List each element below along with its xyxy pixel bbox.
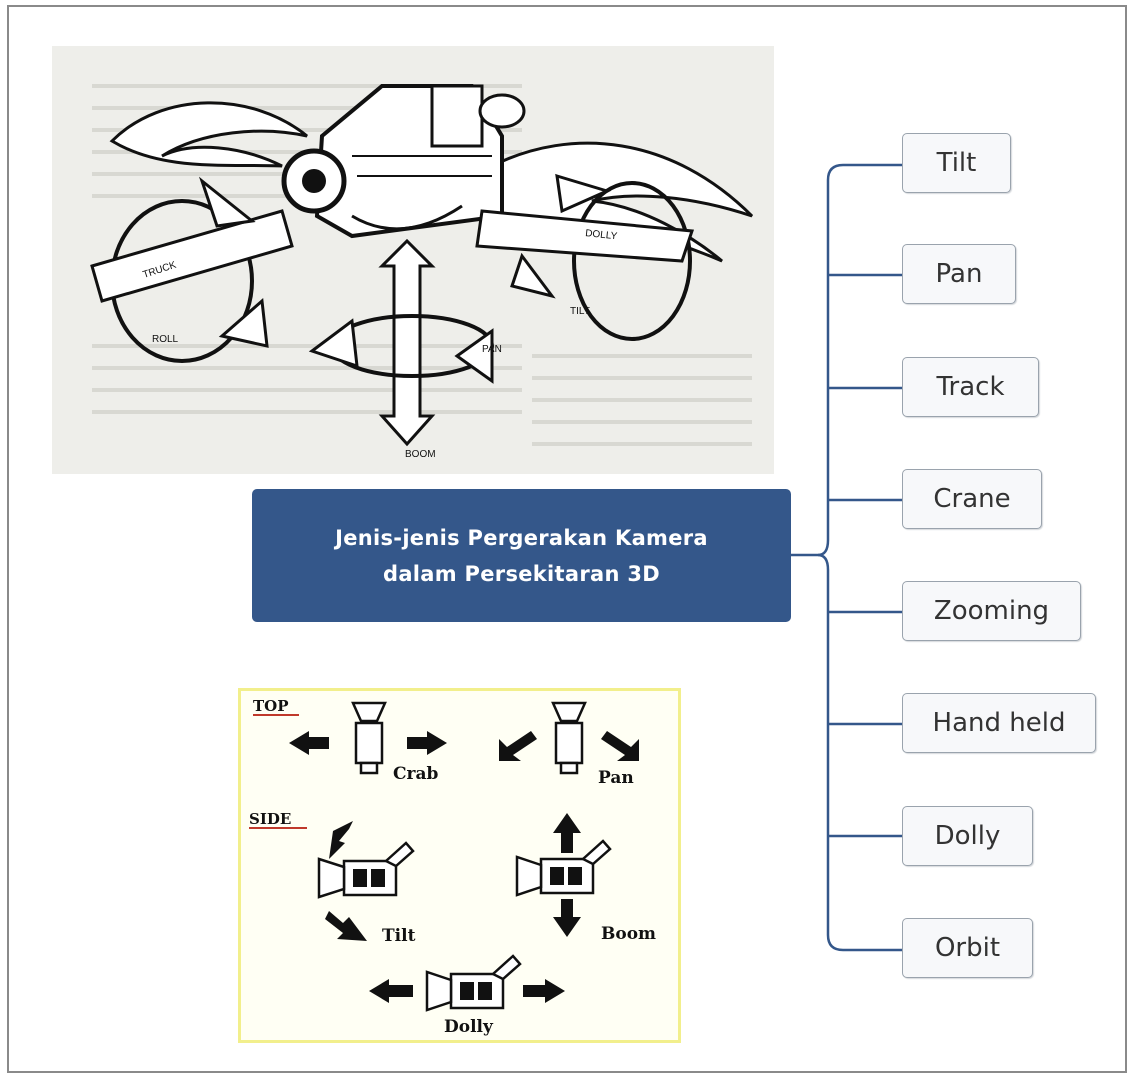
slide-frame <box>7 5 1127 1073</box>
top-heading: TOP <box>253 697 289 715</box>
dolly-label: DOLLY <box>585 228 618 242</box>
tilt-label: Tilt <box>382 926 416 946</box>
central-topic: Jenis-jenis Pergerakan Kamera dalam Pers… <box>252 489 791 622</box>
top-side-view-illustration: TOP SIDE Crab Pan Tilt Boom Dolly <box>238 688 681 1043</box>
branch-orbit: Orbit <box>902 918 1033 978</box>
central-topic-line-2: dalam Persekitaran 3D <box>382 561 660 586</box>
branch-dolly: Dolly <box>902 806 1033 866</box>
side-heading: SIDE <box>249 810 291 828</box>
roll-label: ROLL <box>152 334 179 345</box>
pan-label: PAN <box>482 344 502 355</box>
pan-label: Pan <box>598 768 634 788</box>
camera-movements-illustration: TRUCK DOLLY ROLL TILT PAN BOOM <box>52 46 774 474</box>
branch-zooming: Zooming <box>902 581 1081 641</box>
boom-label: Boom <box>601 924 656 944</box>
boom-label: BOOM <box>405 449 436 460</box>
tilt-label: TILT <box>570 306 590 317</box>
camera-movements-drawing: TRUCK DOLLY ROLL TILT PAN BOOM <box>90 84 754 460</box>
branch-tilt: Tilt <box>902 133 1011 193</box>
branch-crane: Crane <box>902 469 1042 529</box>
crab-label: Crab <box>393 764 439 784</box>
dolly-label: Dolly <box>444 1017 494 1037</box>
branch-hand-held: Hand held <box>902 693 1096 753</box>
branch-pan: Pan <box>902 244 1016 304</box>
top-side-view-drawing: TOP SIDE Crab Pan Tilt Boom Dolly <box>249 697 656 1037</box>
central-topic-line-1: Jenis-jenis Pergerakan Kamera <box>335 525 708 550</box>
branch-track: Track <box>902 357 1039 417</box>
